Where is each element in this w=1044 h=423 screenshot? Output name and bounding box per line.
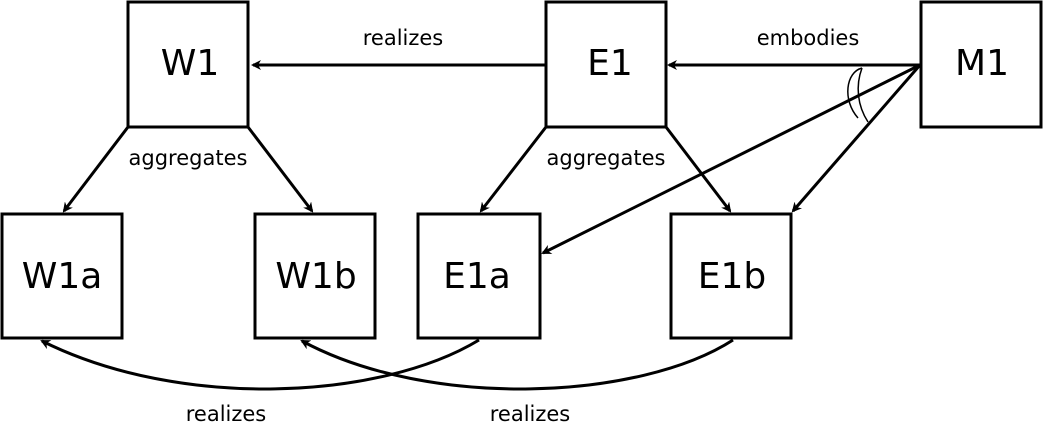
edge-w1-aggregates-w1b bbox=[246, 126, 314, 213]
node-e1a-label: E1a bbox=[443, 256, 511, 297]
edge-label-e1b-realizes-w1b: realizes bbox=[490, 402, 571, 423]
node-w1: W1 bbox=[126, 0, 250, 129]
node-m1-label: M1 bbox=[955, 43, 1009, 84]
node-w1-label: W1 bbox=[161, 43, 220, 84]
edge-label-e1-realizes-w1: realizes bbox=[363, 26, 444, 50]
edge-e1-aggregates-e1b bbox=[664, 126, 732, 213]
node-w1a: W1a bbox=[0, 212, 124, 340]
node-e1b: E1b bbox=[669, 212, 793, 340]
node-e1a: E1a bbox=[416, 212, 542, 340]
edge-m1-to-e1a bbox=[541, 63, 921, 255]
edge-label-m1-embodies-e1: embodies bbox=[757, 26, 860, 50]
node-w1b-label: W1b bbox=[275, 256, 356, 297]
edge-e1a-realizes-w1a bbox=[40, 338, 480, 391]
edge-e1-aggregates-e1a bbox=[479, 126, 548, 213]
node-e1b-label: E1b bbox=[698, 256, 767, 297]
edge-m1-to-e1b bbox=[791, 64, 922, 213]
edge-label-e1-aggregates: aggregates bbox=[547, 146, 666, 170]
edge-label-e1a-realizes-w1a: realizes bbox=[186, 402, 267, 423]
node-e1: E1 bbox=[544, 0, 668, 129]
edge-w1-aggregates-w1a bbox=[62, 126, 130, 213]
embodies-constraint-arc-top bbox=[847, 67, 863, 119]
node-w1a-label: W1a bbox=[22, 256, 103, 297]
edge-label-w1-aggregates: aggregates bbox=[129, 146, 248, 170]
embodies-constraint-arc bbox=[857, 67, 869, 123]
node-e1-label: E1 bbox=[587, 43, 633, 84]
node-m1: M1 bbox=[919, 0, 1043, 129]
node-w1b: W1b bbox=[253, 212, 377, 340]
edge-e1b-realizes-w1b bbox=[300, 338, 734, 391]
